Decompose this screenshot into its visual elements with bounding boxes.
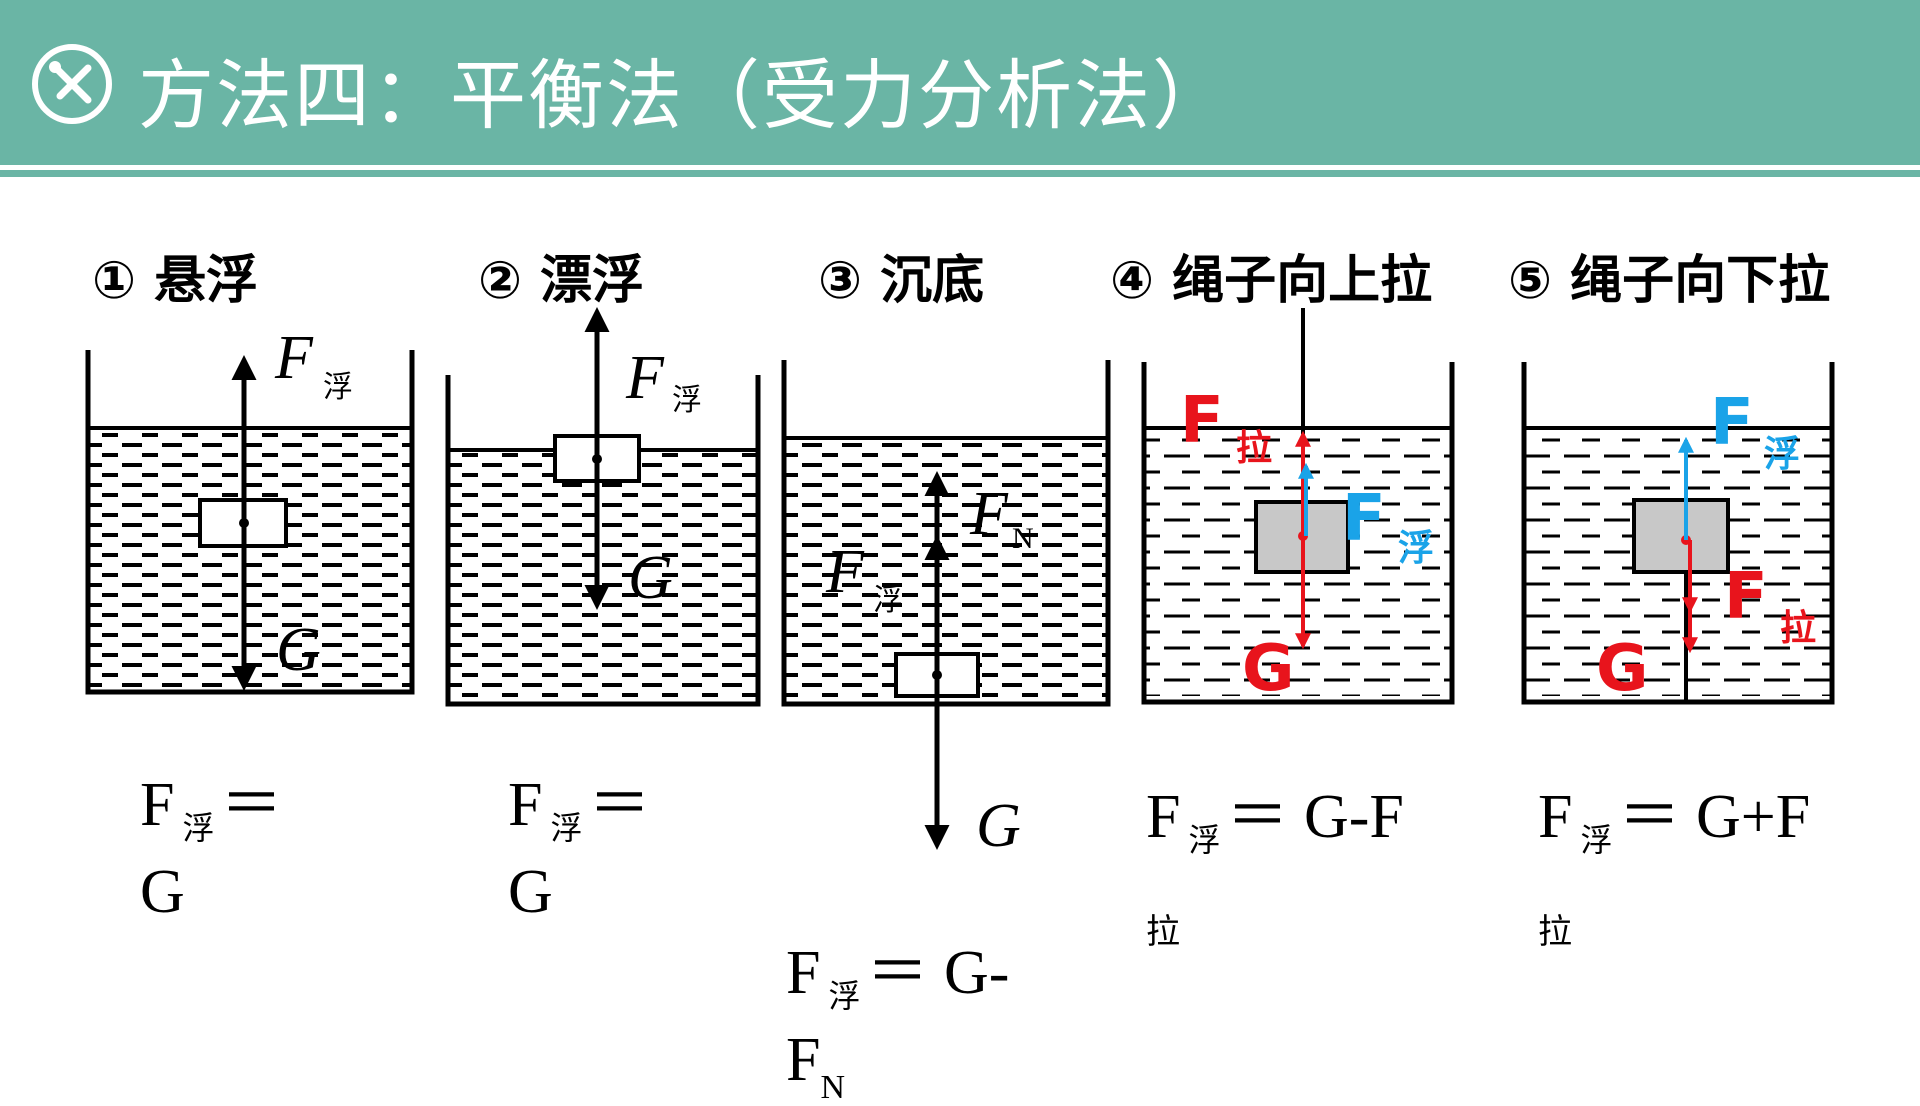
label-fu-2: 浮	[672, 384, 702, 417]
page-title: 方法四：平衡法（受力分析法）	[138, 51, 1230, 140]
label-G-2: G	[628, 544, 673, 612]
label-F-la-4: F	[1180, 384, 1224, 458]
label-fu-4: 浮	[1398, 528, 1434, 569]
formula-4-line2: 拉	[1146, 912, 1180, 952]
label-F-3a: F	[969, 480, 1009, 548]
label-G-3: G	[976, 792, 1021, 860]
header-bar	[0, 0, 1920, 165]
case-5-diagram	[1521, 362, 1835, 705]
label-F-la-5: F	[1724, 560, 1768, 634]
force-diagrams: F 浮 G F 浮 G F N F 浮 G F 拉 F 浮 G F 浮 F 拉 …	[85, 307, 1835, 860]
label-la-5: 拉	[1780, 608, 1816, 649]
tools-icon	[32, 44, 112, 124]
case-4-diagram	[1141, 308, 1455, 705]
label-la-4: 拉	[1236, 428, 1272, 469]
label-F-3b: F	[825, 538, 865, 606]
label-F-2: F	[625, 344, 665, 412]
label-F-1: F	[274, 324, 314, 392]
case-2-diagram	[445, 307, 761, 707]
case-4-title: ④ 绳子向上拉	[1110, 251, 1433, 311]
case-1-title: ① 悬浮	[92, 251, 259, 311]
label-fu-3: 浮	[873, 584, 903, 617]
label-fu-1: 浮	[323, 371, 353, 404]
label-G-4: G	[1242, 632, 1295, 706]
case-2-title: ② 漂浮	[478, 251, 645, 311]
case-1-diagram	[85, 350, 415, 695]
label-F-fu-5: F	[1710, 386, 1754, 460]
formula-2-line2: G	[508, 858, 553, 926]
case-5-title: ⑤ 绳子向下拉	[1508, 251, 1831, 311]
label-F-fu-4: F	[1342, 482, 1386, 556]
formula-5-line2: 拉	[1538, 912, 1572, 952]
label-G-5: G	[1596, 632, 1649, 706]
case-3-title: ③ 沉底	[818, 251, 985, 311]
case-3-diagram	[781, 360, 1111, 850]
formula-1-line2: G	[140, 858, 185, 926]
label-G-1: G	[276, 616, 321, 684]
label-N-3: N	[1012, 522, 1034, 555]
label-fu-5: 浮	[1764, 434, 1800, 475]
formula-3-line2: FN	[786, 1026, 846, 1106]
header-underline	[0, 170, 1920, 177]
